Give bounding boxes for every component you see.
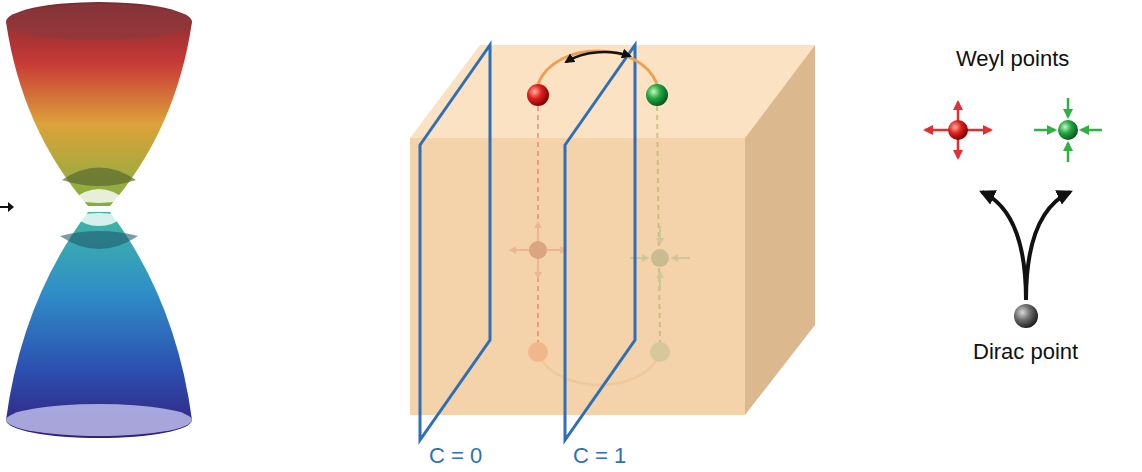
dirac-cone [0,2,192,438]
chern-planes [420,45,635,440]
crystal-box [410,45,815,415]
chern-number-label: C = 1 [573,444,626,468]
chern-number-label: C = 0 [429,444,482,468]
fermi-arc-orbit [527,51,668,106]
projected-weyl-points [510,106,690,385]
point-label: Dirac point [973,340,1078,364]
weyl-point-split [925,98,1102,328]
point-label: Weyl points [956,47,1069,71]
